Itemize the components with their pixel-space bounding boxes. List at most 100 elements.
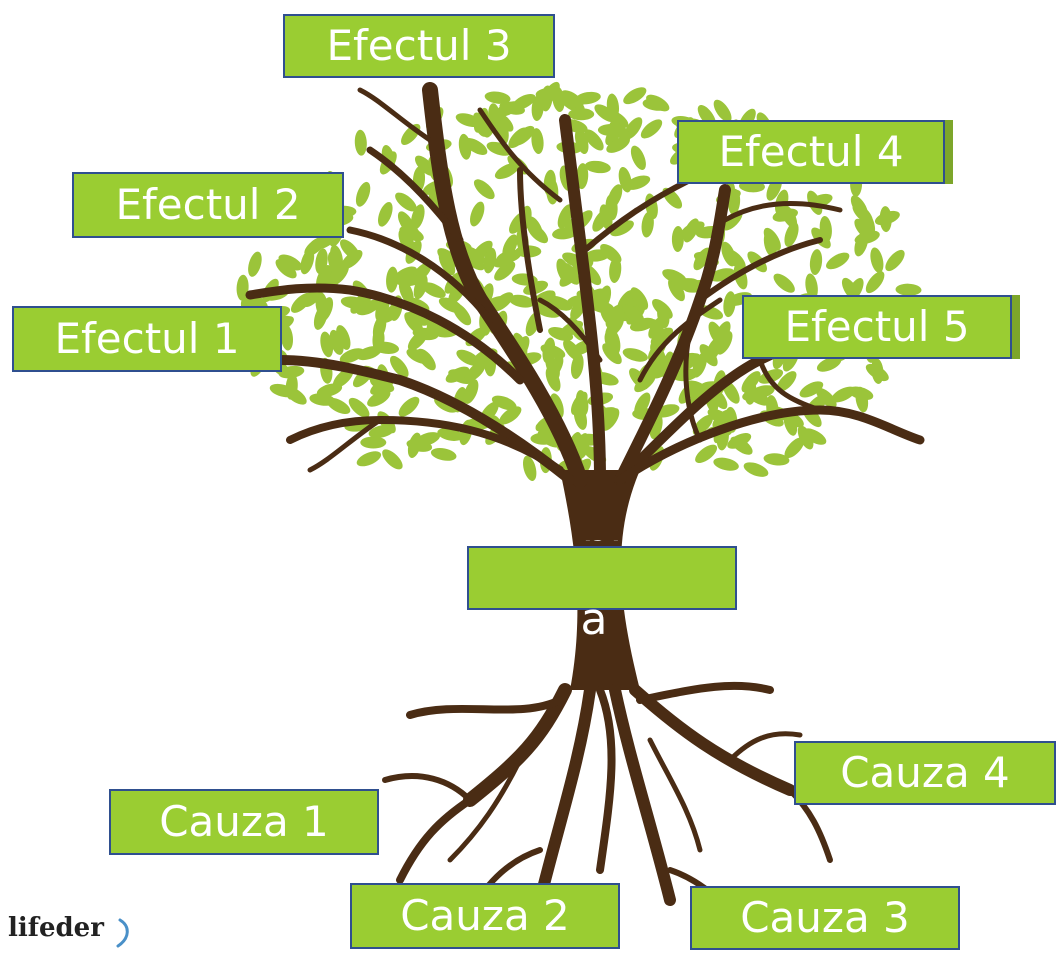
leaf <box>671 226 684 252</box>
leaf <box>640 119 663 139</box>
leaf <box>622 348 648 362</box>
leaf <box>784 437 805 459</box>
leaf <box>606 136 630 153</box>
leaf <box>607 184 623 209</box>
effect-box-5: Efectul 5 <box>742 295 1012 359</box>
leaf <box>623 304 645 324</box>
leaf <box>386 266 399 293</box>
leaf <box>300 249 315 275</box>
leaf <box>473 179 495 200</box>
effect-box-4: Efectul 4 <box>677 120 945 184</box>
leaf <box>716 330 733 355</box>
leaf <box>601 408 620 431</box>
leaf <box>692 352 707 378</box>
leaf <box>649 319 667 343</box>
leaf <box>763 231 777 257</box>
leaf <box>367 390 391 407</box>
leaf <box>360 436 387 449</box>
leaf <box>455 113 481 127</box>
leaf <box>674 278 700 291</box>
leaf <box>743 462 769 477</box>
effect-box-2: Efectul 2 <box>72 172 344 238</box>
leaf <box>404 312 424 334</box>
leaf <box>437 248 460 267</box>
leaf <box>605 304 623 328</box>
leaf <box>368 425 395 438</box>
leaf <box>657 302 670 329</box>
leaf <box>570 391 588 416</box>
leaf <box>407 329 428 351</box>
problem-text-line1: Problem <box>469 540 735 548</box>
leaf <box>491 395 517 411</box>
leaf <box>275 259 297 279</box>
effect-box-3: Efectul 3 <box>283 14 555 78</box>
leaf <box>280 324 294 351</box>
problem-box: Problem a <box>467 540 737 642</box>
leaf <box>599 204 613 230</box>
leaf <box>437 428 463 441</box>
leaf <box>398 396 420 417</box>
leaf <box>406 348 431 364</box>
leaf <box>278 254 303 271</box>
leaf <box>885 249 905 272</box>
leaf <box>464 138 488 155</box>
leaf <box>356 451 382 467</box>
leaf <box>354 129 367 156</box>
leaf <box>870 247 884 273</box>
leaf <box>677 353 701 371</box>
leaf <box>763 453 790 466</box>
leaf <box>320 331 334 358</box>
leaf <box>641 211 654 238</box>
leaf <box>854 218 874 241</box>
leaf <box>865 271 885 294</box>
leaf <box>414 432 441 447</box>
leaf <box>285 373 298 400</box>
leaf <box>494 261 516 281</box>
leaf <box>570 353 584 379</box>
leaf <box>438 297 463 313</box>
leaf <box>309 235 334 250</box>
leaf <box>680 221 705 238</box>
leaf <box>600 243 622 264</box>
leaf <box>445 366 470 383</box>
leaf <box>508 294 535 308</box>
leaf <box>316 383 343 397</box>
leaf <box>315 248 328 275</box>
cause-box-2: Cauza 2 <box>350 883 620 949</box>
leaf <box>746 389 770 406</box>
leaf <box>372 326 385 353</box>
leaf <box>470 201 485 227</box>
leaf <box>561 90 584 109</box>
leaf <box>430 448 457 461</box>
leaf <box>545 354 560 380</box>
leaf <box>784 222 799 247</box>
leaf <box>805 273 818 300</box>
leaf <box>780 204 798 229</box>
leaf <box>494 163 519 180</box>
leaf <box>355 181 371 207</box>
leaf <box>584 160 611 174</box>
leaf <box>336 325 351 350</box>
leaf <box>339 348 365 364</box>
leaf <box>390 355 409 378</box>
leaf <box>871 358 884 384</box>
leaf <box>855 386 869 413</box>
leaf <box>484 91 511 104</box>
leaf <box>535 87 562 100</box>
leaf <box>378 201 393 227</box>
leaf <box>531 128 544 155</box>
leaf <box>826 252 850 270</box>
leaf <box>630 287 649 310</box>
leaf <box>797 425 814 450</box>
leaf <box>502 234 518 259</box>
lifeder-logo: lifeder <box>8 913 104 943</box>
leaf <box>330 244 343 271</box>
leaf <box>602 343 622 365</box>
leaf <box>552 226 578 240</box>
leaf <box>609 257 622 283</box>
leaf <box>499 406 522 425</box>
leaf <box>618 166 632 193</box>
leaf <box>773 273 795 293</box>
leaf <box>576 163 589 190</box>
leaf <box>725 249 746 270</box>
